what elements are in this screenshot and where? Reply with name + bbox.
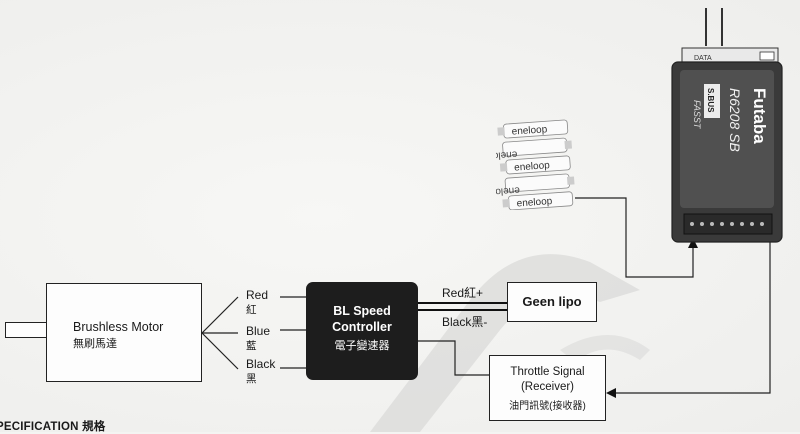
receiver-system: FASST: [692, 100, 702, 130]
aa-cell: eneloop: [499, 155, 571, 175]
lipo-label: Geen lipo: [522, 294, 582, 309]
receiver-model: R6208 SB: [727, 88, 743, 152]
receiver-servo-pins: [683, 213, 773, 235]
lipo-battery-box: Geen lipo: [507, 282, 597, 322]
wire-label-black: Black: [246, 357, 276, 371]
receiver-brand: Futaba: [750, 88, 769, 144]
throttle-title: Throttle Signal: [510, 366, 585, 378]
throttle-signal-box: Throttle Signal (Receiver) 油門訊號(接收器): [489, 355, 606, 421]
aa-cell: eneloop: [497, 119, 569, 139]
motor-title: Brushless Motor: [73, 320, 164, 334]
aa-cell: eneloop: [496, 137, 573, 162]
wire-label-red-cn: 紅: [246, 304, 257, 316]
wire-label-red: Red: [246, 288, 269, 302]
sbus-badge: [704, 84, 720, 118]
esc-input-wires: [280, 296, 306, 369]
aa-cell: eneloop: [496, 173, 575, 198]
esc-title-line1: BL Speed: [333, 304, 391, 318]
receiver-switch: [759, 51, 775, 61]
esc-title-line2: Controller: [332, 320, 392, 334]
aa-cell-label: eneloop: [514, 160, 551, 173]
wire-label-blue: Blue: [246, 324, 271, 338]
pin-row: [690, 222, 764, 226]
brushless-motor-box: Brushless Motor 無刷馬達: [46, 283, 202, 382]
wire-label-blue-cn: 藍: [246, 340, 257, 352]
aa-cell-label: eneloop: [496, 148, 518, 161]
motor-fanout: [201, 296, 239, 370]
aa-cell: eneloop: [502, 191, 574, 210]
positive-lead-label: Red紅+: [442, 286, 484, 300]
negative-lead-label: Black黑-: [442, 315, 488, 329]
sbus-badge-label: S.BUS: [706, 88, 715, 113]
data-port-label: DATA: [694, 55, 712, 62]
esc-signal-wire: [418, 340, 489, 376]
receiver-label-panel: [680, 70, 774, 208]
futaba-receiver: DATA Futaba R6208 SB FASST S.BUS: [671, 8, 783, 243]
motor-shaft: [5, 322, 47, 338]
specification-heading: PECIFICATION 規格: [0, 421, 106, 433]
throttle-title-cn: 油門訊號(接收器): [509, 401, 586, 412]
throttle-receiver-note: (Receiver): [520, 381, 575, 393]
speed-controller-box: BL Speed Controller 電子變速器: [306, 282, 418, 380]
battery-leads: [418, 302, 507, 311]
aa-pack-wire: [575, 197, 698, 278]
aa-cell-label: eneloop: [496, 184, 520, 197]
aa-cell-label: eneloop: [516, 196, 553, 209]
aa-cell-label: eneloop: [511, 124, 548, 137]
motor-subtitle: 無刷馬達: [73, 338, 117, 350]
receiver-signal-wire: [606, 240, 771, 398]
wire-label-black-cn: 黑: [246, 373, 257, 385]
aa-battery-pack: eneloop eneloop eneloop eneloop eneloop: [496, 119, 575, 210]
esc-title-cn: 電子變速器: [334, 340, 390, 352]
